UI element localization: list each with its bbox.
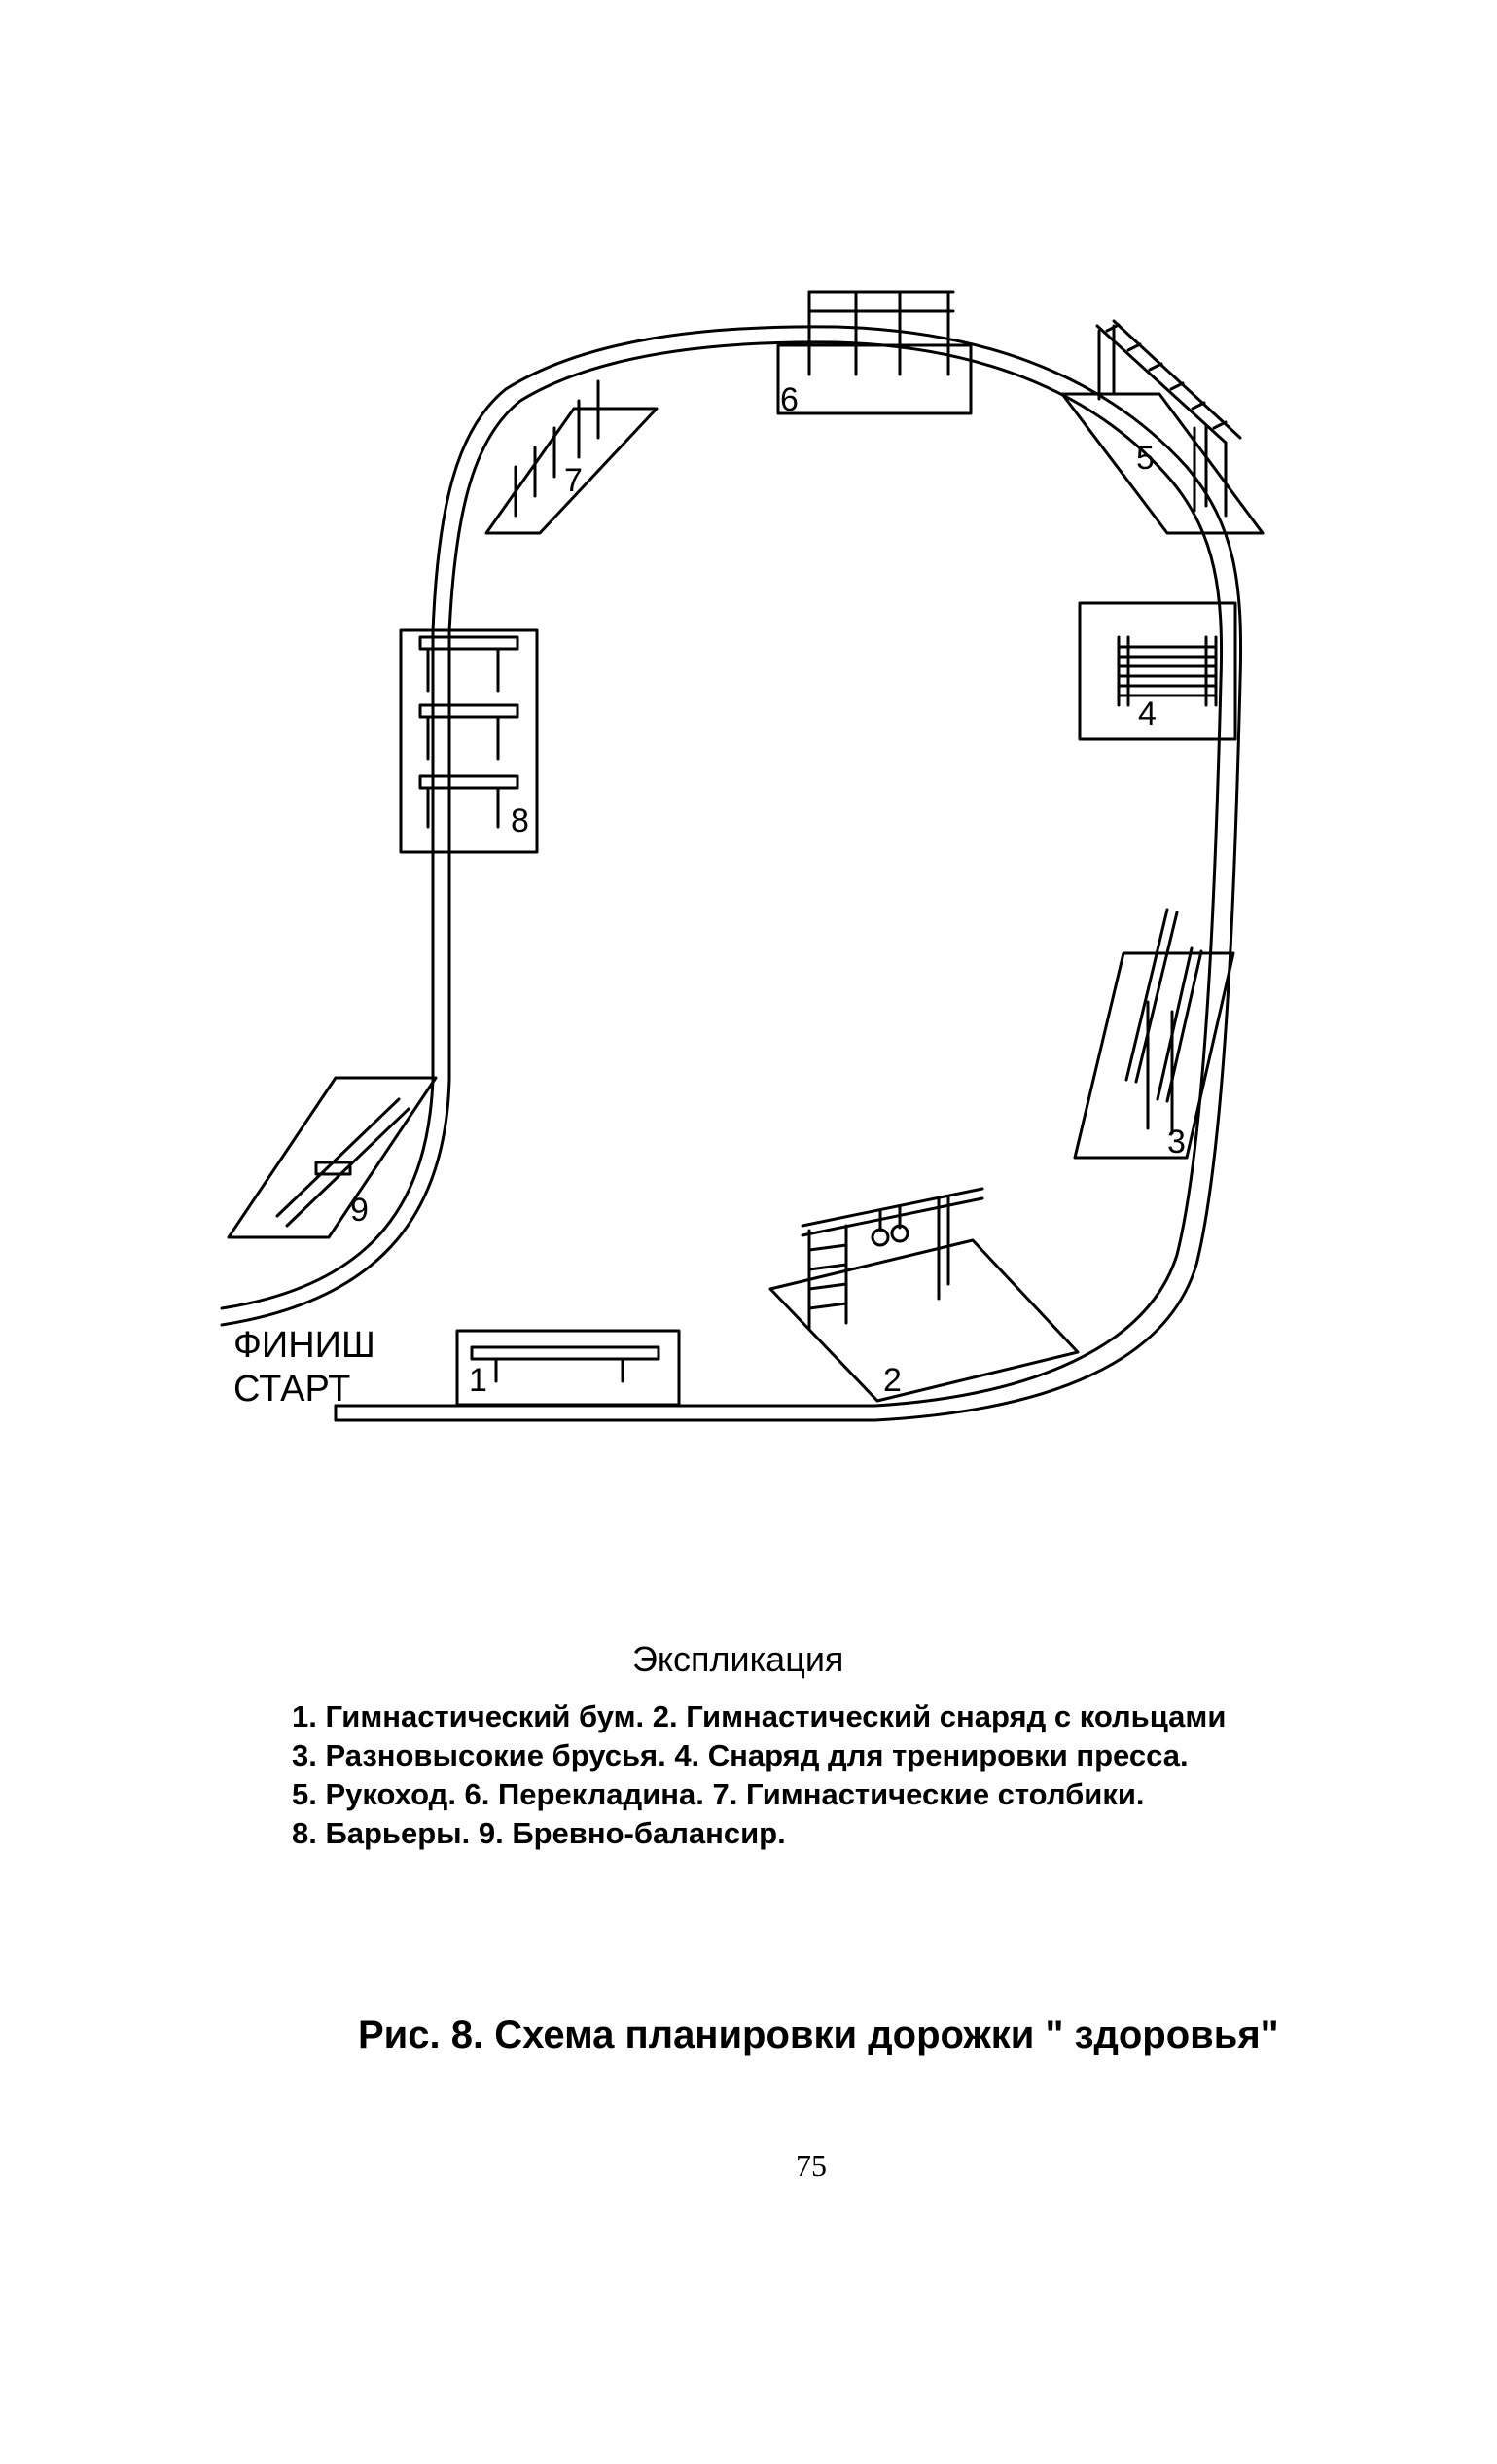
station-3-number: 3: [1167, 1124, 1186, 1161]
figure-caption: Рис. 8. Схема планировки дорожки " здоро…: [358, 2014, 1279, 2056]
station-5-monkey-bars: [1060, 319, 1265, 535]
legend-line: 3. Разновысокие брусья. 4. Снаряд для тр…: [292, 1738, 1189, 1772]
station-3-uneven-bars: [1073, 908, 1235, 1160]
station-2-rings: [768, 1187, 1080, 1403]
legend-title: Экспликация: [632, 1639, 844, 1679]
station-9-number: 9: [350, 1192, 369, 1229]
legend-list: 1. Гимнастический бум. 2. Гимнастический…: [292, 1697, 1226, 1853]
legend-line: 5. Рукоход. 6. Перекладина. 7. Гимнастич…: [292, 1777, 1145, 1811]
station-7-posts: [484, 379, 659, 535]
finish-label: ФИНИШ: [233, 1325, 375, 1366]
station-1-number: 1: [469, 1362, 487, 1399]
legend-line: 8. Барьеры. 9. Бревно-балансир.: [292, 1816, 786, 1850]
track-outer-line: [220, 325, 1243, 1422]
station-7-number: 7: [564, 462, 583, 499]
station-5-number: 5: [1136, 440, 1155, 477]
station-9-balance-log: [227, 1076, 438, 1239]
station-4-abs-trainer: [1078, 601, 1237, 741]
station-numbers: 1 2 3 4 5 6 7 8 9: [350, 381, 1186, 1399]
track-layout-diagram: 1 2 3 4 5 6 7 8 9 ФИНИШ СТАРТ: [220, 290, 1265, 1422]
station-2-number: 2: [883, 1362, 902, 1399]
station-6-number: 6: [780, 381, 799, 418]
station-8-hurdles: [399, 628, 539, 854]
start-label: СТАРТ: [233, 1369, 350, 1410]
station-1-beam: [455, 1329, 681, 1407]
station-8-number: 8: [511, 803, 529, 839]
legend-line: 1. Гимнастический бум. 2. Гимнастический…: [292, 1699, 1227, 1733]
track-inner-line: [220, 340, 1224, 1408]
station-6-horizontal-bar: [776, 290, 973, 415]
page-number: 75: [796, 2148, 827, 2183]
station-4-number: 4: [1138, 696, 1157, 732]
